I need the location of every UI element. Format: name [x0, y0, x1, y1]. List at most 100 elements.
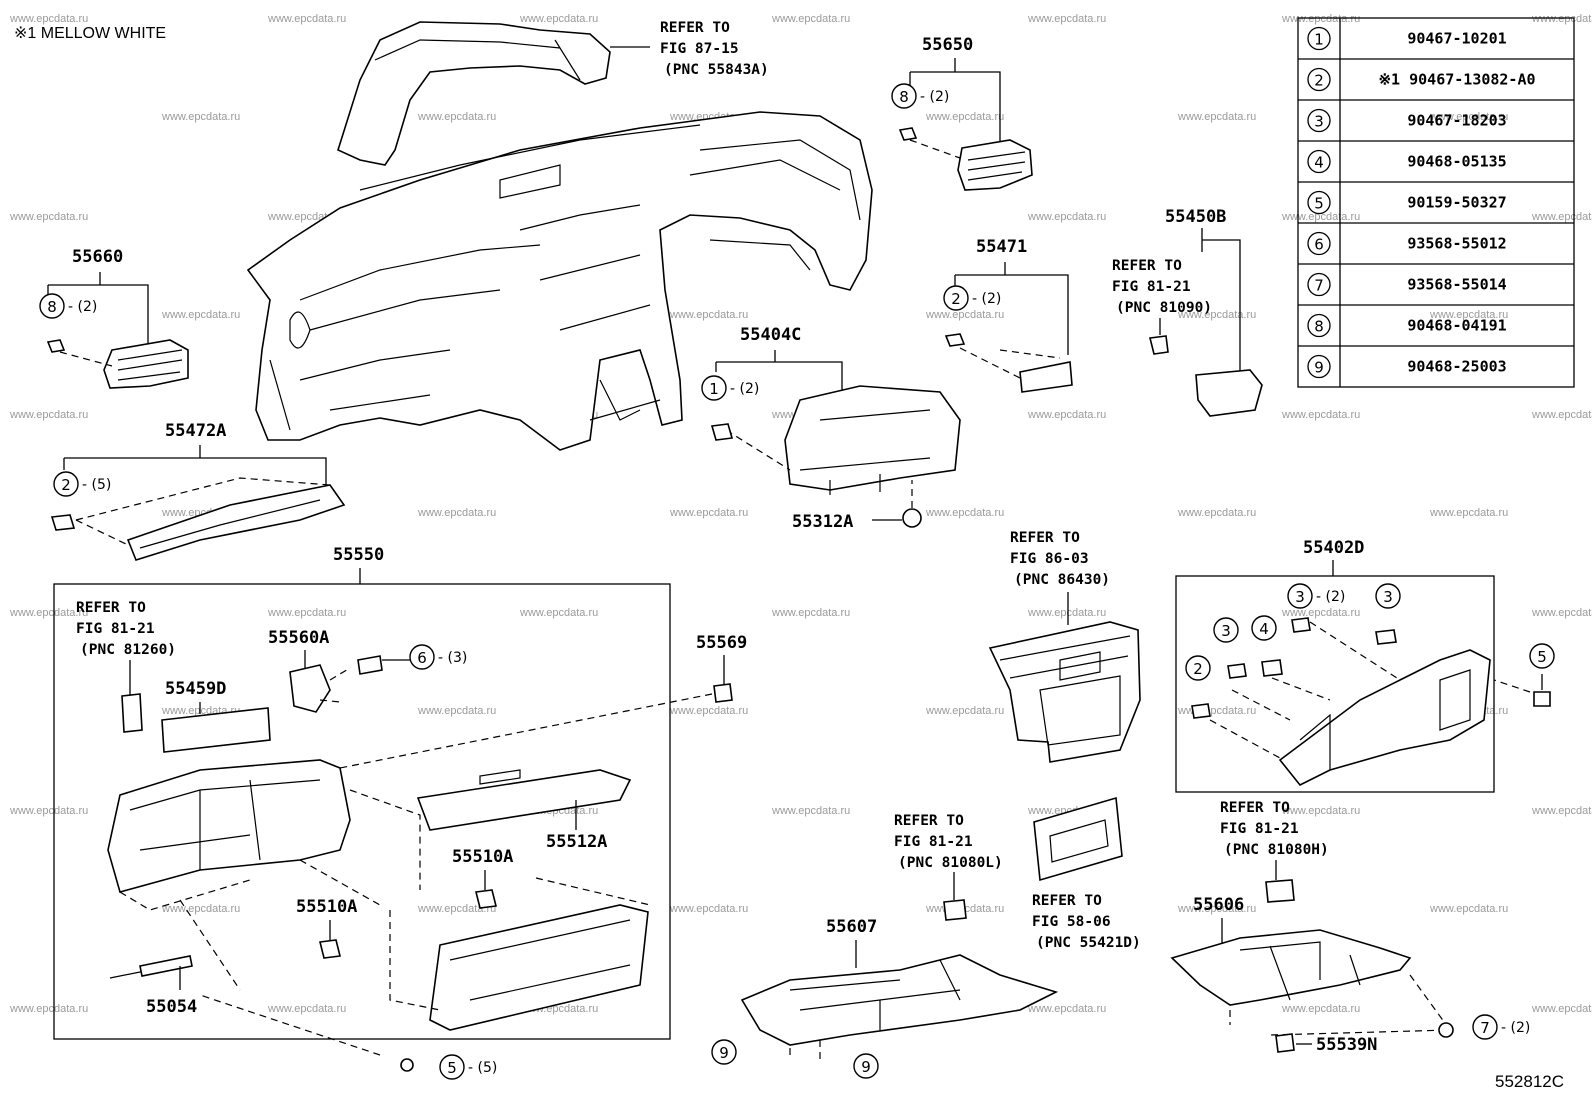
callout-number: 3 [1221, 622, 1231, 640]
part-label-55404C: 55404C [740, 325, 801, 345]
refer-text: REFER TO [1220, 800, 1290, 816]
refer-text: FIG 81-21 [1220, 821, 1299, 837]
watermark-text: www.epcdata.ru [1177, 309, 1256, 321]
callout: 7- (2) [1472, 1014, 1530, 1040]
watermark-text: www.epcdata.ru [9, 13, 88, 25]
instrument-panel-drawing [246, 111, 873, 451]
watermark-text: www.epcdata.ru [1027, 1003, 1106, 1015]
ref-circle [1307, 108, 1331, 133]
watermark-text: www.epcdata.ru [417, 903, 496, 915]
ref-number: 5 [1314, 195, 1324, 213]
table-row: 5 90159-50327 [1307, 190, 1507, 215]
watermark-text: www.epcdata.ru [9, 1003, 88, 1015]
callout-number: 9 [861, 1058, 871, 1076]
refer-text: REFER TO [1032, 893, 1102, 909]
callout-circle [53, 471, 79, 497]
part-number: 90468-05135 [1407, 153, 1506, 171]
watermark-text: www.epcdata.ru [669, 507, 748, 519]
watermark-text: www.epcdata.ru [1177, 507, 1256, 519]
watermark-text: www.epcdata.ru [519, 13, 598, 25]
watermark-text: www.epcdata.ru [1531, 805, 1592, 817]
watermark-text: www.epcdata.ru [267, 607, 346, 619]
callout-number: 8 [47, 298, 57, 316]
table-row: 2※1 90467-13082-A0 [1307, 67, 1536, 92]
part-number: 90467-18203 [1407, 112, 1506, 130]
callout-number: 3 [1383, 588, 1393, 606]
callout-quantity: - (2) [68, 299, 97, 315]
refer-note-1: REFER TO FIG 87-15 (PNC 55843A) [660, 20, 769, 78]
part-label-55606: 55606 [1193, 895, 1244, 915]
part-label-55660: 55660 [72, 247, 123, 267]
table-row: 4 90468-05135 [1307, 149, 1507, 174]
callout-quantity: - (2) [1501, 1020, 1530, 1036]
callout-circle [1287, 583, 1313, 609]
callout: 1- (2) [701, 375, 759, 401]
part-label-55402D: 55402D [1303, 538, 1364, 558]
watermark-text: www.epcdata.ru [1531, 409, 1592, 421]
callout-circle [1529, 643, 1555, 669]
callout-quantity: - (5) [82, 477, 111, 493]
part-label-55450B: 55450B [1165, 207, 1226, 227]
watermark-text: www.epcdata.ru [1177, 705, 1256, 717]
callout-quantity: - (5) [468, 1060, 497, 1076]
callout-layer: 8- (2)8- (2)2- (2)1- (2)2- (5)6- (3)3- (… [39, 83, 1555, 1080]
callout-number: 5 [1537, 648, 1547, 666]
refer-note-7: REFER TO FIG 81-21 (PNC 81080H) [1220, 800, 1329, 858]
table-row: 3 90467-18203 [1307, 108, 1507, 133]
watermark-text: www.epcdata.ru [417, 507, 496, 519]
watermark-text: www.epcdata.ru [669, 903, 748, 915]
watermark-text: www.epcdata.ru [1531, 607, 1592, 619]
watermark-text: www.epcdata.ru [1281, 409, 1360, 421]
watermark-text: www.epcdata.ru [1027, 13, 1106, 25]
ref-circle [1307, 190, 1331, 215]
refer-text: (PNC 81260) [80, 642, 176, 658]
callout-circle [1472, 1014, 1498, 1040]
part-number: 90468-04191 [1407, 317, 1506, 335]
watermark-text: www.epcdata.ru [161, 309, 240, 321]
glove-box-group-frame [53, 583, 671, 1040]
watermark-text: www.epcdata.ru [771, 805, 850, 817]
refer-note-4: REFER TO FIG 86-03 (PNC 86430) [1010, 530, 1110, 588]
part-label-55512A: 55512A [546, 832, 607, 852]
watermark-text: www.epcdata.ru [1027, 607, 1106, 619]
part-label-55560A: 55560A [268, 628, 329, 648]
callout: 5- (5) [439, 1054, 497, 1080]
defroster-duct-drawing [337, 21, 650, 166]
watermark-text: www.epcdata.ru [1027, 409, 1106, 421]
part-number: ※1 90467-13082-A0 [1378, 71, 1535, 89]
part-label-55607: 55607 [826, 917, 877, 937]
ref-circle [1307, 354, 1331, 379]
callout: 2 [1185, 655, 1211, 681]
callout-circle [711, 1039, 737, 1065]
part-number: 90468-25003 [1407, 358, 1506, 376]
callout-number: 2 [61, 476, 71, 494]
part-label-55510A-upper: 55510A [452, 847, 513, 867]
watermark-text: www.epcdata.ru [9, 409, 88, 421]
watermark-text: www.epcdata.ru [9, 211, 88, 223]
refer-text: FIG 81-21 [1112, 279, 1191, 295]
ref-circle [1307, 149, 1331, 174]
watermark-text: www.epcdata.ru [669, 309, 748, 321]
ref-number: 3 [1314, 113, 1324, 131]
watermark-text: www.epcdata.ru [1429, 309, 1508, 321]
refer-text: (PNC 86430) [1014, 572, 1110, 588]
watermark-text: www.epcdata.ru [925, 705, 1004, 717]
watermark-text: www.epcdata.ru [669, 705, 748, 717]
drawing-code: 552812C [1495, 1072, 1564, 1091]
refer-text: REFER TO [894, 813, 964, 829]
ref-number: 7 [1314, 277, 1324, 295]
part-label-55510A-lower: 55510A [296, 897, 357, 917]
watermark-text: www.epcdata.ru [1429, 507, 1508, 519]
part-number: 90159-50327 [1407, 194, 1506, 212]
refer-text: FIG 86-03 [1010, 551, 1089, 567]
callout-circle [409, 644, 435, 670]
callout-quantity: - (2) [972, 291, 1001, 307]
callout-quantity: - (2) [730, 381, 759, 397]
part-label-55054: 55054 [146, 997, 197, 1017]
ref-number: 4 [1314, 154, 1324, 172]
watermark-text: www.epcdata.ru [267, 1003, 346, 1015]
